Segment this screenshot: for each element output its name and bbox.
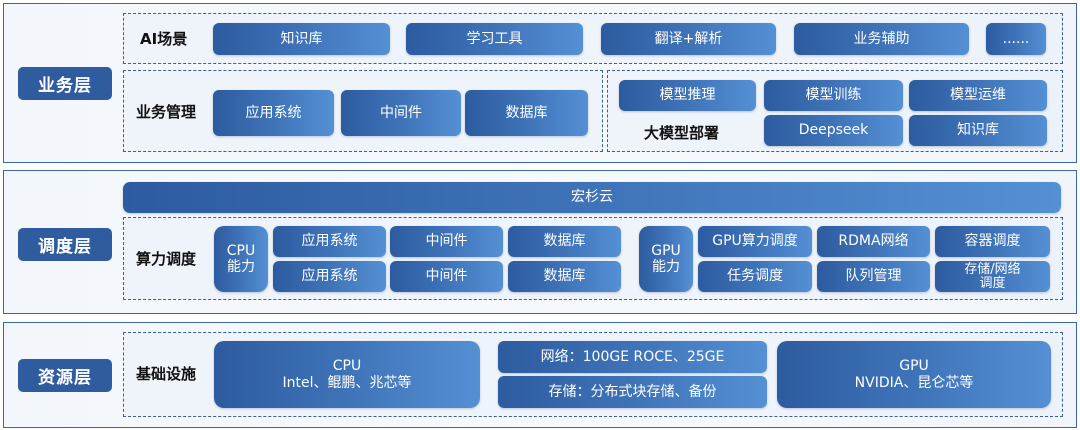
infra-cpu-title: CPU xyxy=(332,358,362,375)
business-management-group: 业务管理 应用系统 中间件 数据库 xyxy=(123,70,603,152)
gpu-storage-network-line2: 调度 xyxy=(979,275,1006,291)
compute-scheduling-group: 算力调度 CPU 能力 应用系统 中间件 数据库 应用系统 中间件 数据库 GP… xyxy=(123,217,1063,300)
gpu-storage-network-scheduling[interactable]: 存储/网络 调度 xyxy=(935,261,1050,292)
ai-scenario-business-assist[interactable]: 业务辅助 xyxy=(794,23,969,55)
scheduling-layer-tag: 调度层 xyxy=(18,228,112,261)
ai-scenarios-label: AI场景 xyxy=(140,30,188,48)
ai-scenario-translation[interactable]: 翻译+解析 xyxy=(601,23,776,55)
gpu-compute-scheduling[interactable]: GPU算力调度 xyxy=(698,226,812,257)
business-management-label: 业务管理 xyxy=(136,103,197,121)
llm-knowledge-base[interactable]: 知识库 xyxy=(909,115,1047,146)
cpu-capability-line2: 能力 xyxy=(227,259,255,275)
ai-scenario-learning-tools[interactable]: 学习工具 xyxy=(406,23,583,55)
gpu-capability-line1: GPU xyxy=(651,242,681,259)
biz-database[interactable]: 数据库 xyxy=(465,90,588,136)
infra-network[interactable]: 网络：100GE ROCE、25GE xyxy=(498,341,767,373)
business-layer: 业务层 AI场景 知识库 学习工具 翻译+解析 业务辅助 ...... 业务管理… xyxy=(3,3,1077,163)
resource-layer: 资源层 基础设施 CPU Intel、鲲鹏、兆芯等 网络：100GE ROCE、… xyxy=(3,322,1077,428)
cpu-middleware-1[interactable]: 中间件 xyxy=(390,226,503,257)
gpu-queue-management[interactable]: 队列管理 xyxy=(817,261,930,292)
resource-layer-tag: 资源层 xyxy=(18,359,112,392)
compute-scheduling-label: 算力调度 xyxy=(136,250,197,268)
infra-gpu-title: GPU xyxy=(899,358,929,375)
business-layer-tag: 业务层 xyxy=(18,67,112,100)
biz-app-system[interactable]: 应用系统 xyxy=(213,90,334,136)
llm-training[interactable]: 模型训练 xyxy=(764,80,903,111)
gpu-container-scheduling[interactable]: 容器调度 xyxy=(935,226,1050,257)
cpu-app-system-2[interactable]: 应用系统 xyxy=(273,261,386,292)
llm-deepseek[interactable]: Deepseek xyxy=(764,115,903,146)
scheduling-layer: 调度层 宏杉云 算力调度 CPU 能力 应用系统 中间件 数据库 应用系统 中间… xyxy=(3,170,1077,314)
infrastructure-group: 基础设施 CPU Intel、鲲鹏、兆芯等 网络：100GE ROCE、25GE… xyxy=(123,332,1063,417)
gpu-capability-line2: 能力 xyxy=(652,259,680,275)
cpu-middleware-2[interactable]: 中间件 xyxy=(390,261,503,292)
gpu-task-scheduling[interactable]: 任务调度 xyxy=(698,261,812,292)
ai-scenario-more[interactable]: ...... xyxy=(986,23,1046,55)
cpu-capability[interactable]: CPU 能力 xyxy=(214,226,268,292)
biz-middleware[interactable]: 中间件 xyxy=(341,90,461,136)
infra-gpu-detail: NVIDIA、昆仑芯等 xyxy=(854,374,974,391)
llm-ops[interactable]: 模型运维 xyxy=(909,80,1047,111)
gpu-rdma-network[interactable]: RDMA网络 xyxy=(817,226,930,257)
gpu-capability[interactable]: GPU 能力 xyxy=(639,226,693,292)
llm-deployment-label: 大模型部署 xyxy=(644,124,720,142)
infra-cpu[interactable]: CPU Intel、鲲鹏、兆芯等 xyxy=(214,341,480,408)
infra-gpu[interactable]: GPU NVIDIA、昆仑芯等 xyxy=(777,341,1051,408)
cpu-database-1[interactable]: 数据库 xyxy=(508,226,621,257)
ai-scenario-knowledge-base[interactable]: 知识库 xyxy=(213,23,390,55)
cpu-app-system-1[interactable]: 应用系统 xyxy=(273,226,386,257)
cloud-platform-bar[interactable]: 宏杉云 xyxy=(123,182,1061,213)
gpu-storage-network-line1: 存储/网络 xyxy=(964,261,1021,277)
llm-inference[interactable]: 模型推理 xyxy=(619,80,756,111)
ai-scenarios-group: AI场景 知识库 学习工具 翻译+解析 业务辅助 ...... xyxy=(123,13,1063,64)
cpu-capability-line1: CPU xyxy=(226,242,256,259)
infra-storage[interactable]: 存储：分布式块存储、备份 xyxy=(498,376,767,408)
infra-cpu-detail: Intel、鲲鹏、兆芯等 xyxy=(282,374,412,391)
infrastructure-label: 基础设施 xyxy=(136,365,197,383)
cpu-database-2[interactable]: 数据库 xyxy=(508,261,621,292)
llm-deployment-group: 模型推理 模型训练 模型运维 大模型部署 Deepseek 知识库 xyxy=(607,70,1063,152)
